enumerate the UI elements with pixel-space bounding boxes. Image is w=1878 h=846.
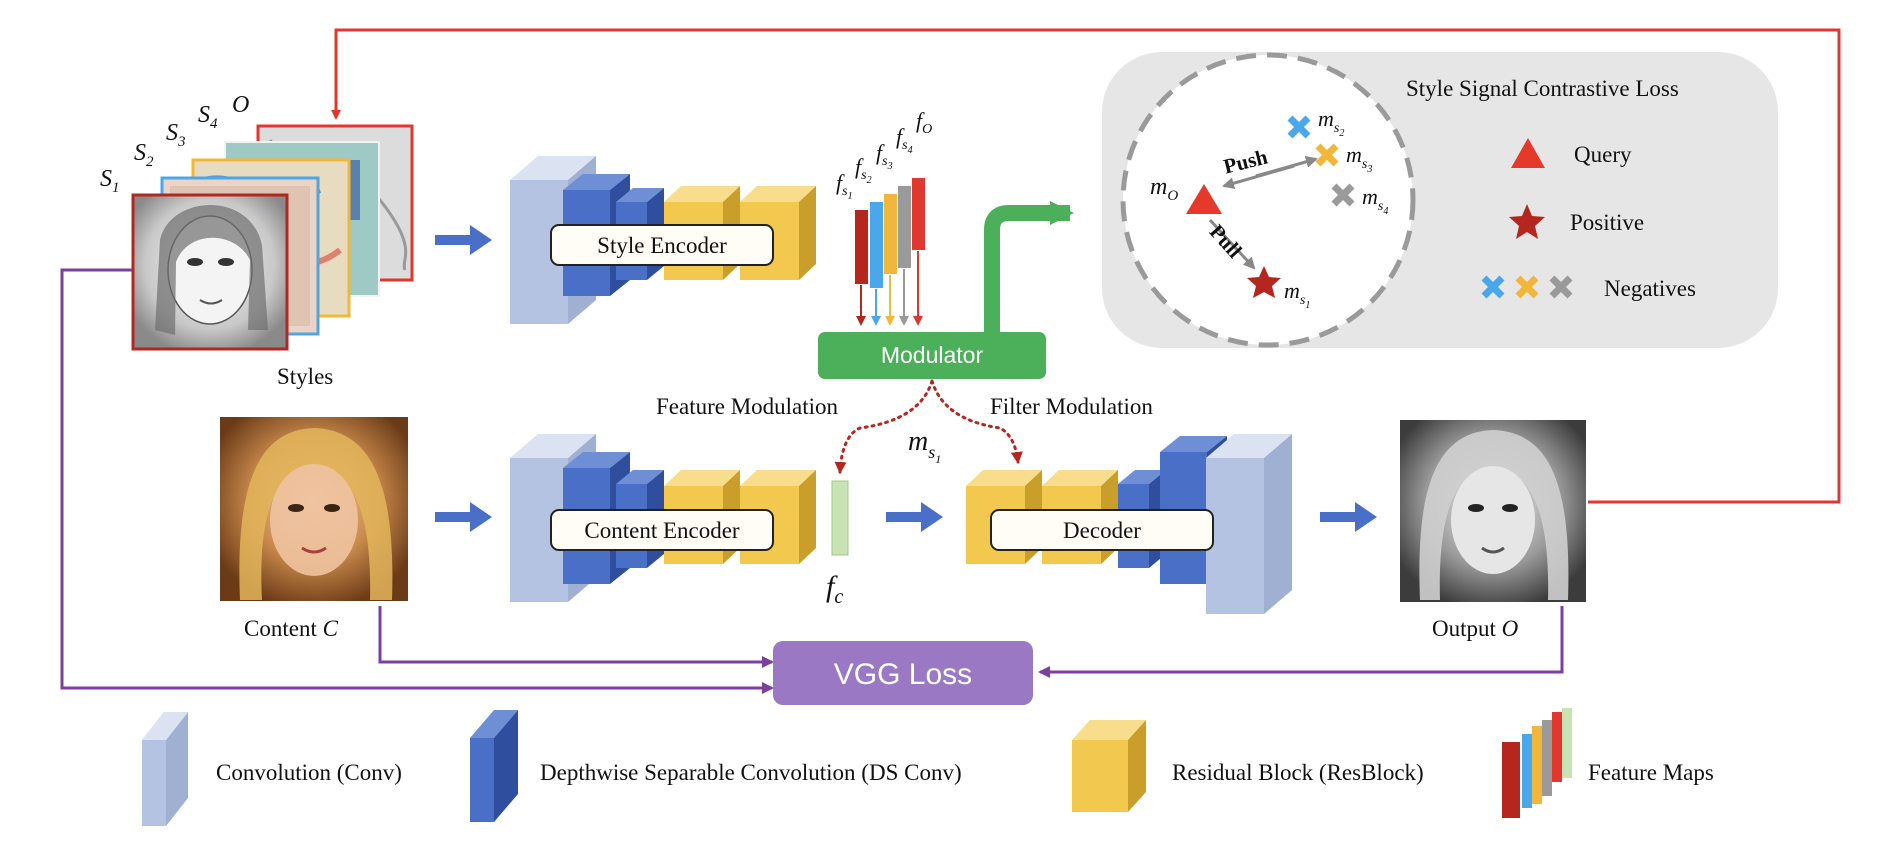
output-caption: Output O — [1432, 616, 1519, 641]
vgg-loss-block[interactable]: VGG Loss — [773, 641, 1033, 705]
decoder-label-box — [990, 509, 1214, 551]
vgg-line-output — [1038, 606, 1564, 678]
query-marker — [1186, 184, 1222, 214]
fmap-label-s4: fs4 — [896, 124, 913, 156]
modulator-label: Modulator — [881, 342, 984, 368]
stack-label-s3: S3 — [166, 120, 186, 150]
negative-marker-s2 — [1287, 115, 1311, 139]
m-s3-label: ms3 — [1346, 142, 1372, 175]
negative-marker-s4 — [1331, 183, 1355, 207]
style-encoder-label-box — [550, 224, 774, 266]
legend-conv-icon — [142, 712, 188, 826]
output-image — [1400, 420, 1586, 602]
stack-label-s4: S4 — [198, 102, 218, 132]
m-o-label: mO — [1150, 174, 1178, 204]
legend-feature-maps-label: Feature Maps — [1588, 760, 1714, 785]
modulator-block[interactable]: Modulator — [818, 332, 1046, 379]
arrow-decoder-to-output — [1320, 502, 1377, 532]
fc-feature-map — [831, 480, 849, 556]
vgg-line-content — [378, 606, 774, 668]
legend-ds-conv-icon — [470, 710, 518, 822]
contrastive-loss-panel: Style Signal Contrastive Loss mO Push Pu… — [1102, 52, 1778, 348]
style-encoder: Style Encoder — [510, 156, 816, 324]
styles-caption: Styles — [277, 364, 333, 389]
positive-marker — [1247, 266, 1281, 298]
legend-resblock-label: Residual Block (ResBlock) — [1172, 760, 1424, 785]
feature-modulation-arrow — [834, 379, 934, 474]
style-images-stack — [131, 124, 414, 351]
stack-label-s1: S1 — [100, 166, 120, 196]
m-s1-label: ms1 — [908, 426, 941, 466]
feature-modulation-label: Feature Modulation — [656, 394, 839, 419]
fmap-label-s1: fs1 — [836, 170, 853, 202]
legend-negatives-label: Negatives — [1604, 276, 1696, 301]
legend-conv-label: Convolution (Conv) — [216, 760, 402, 785]
arrow-content-to-encoder — [435, 502, 492, 532]
negative-marker-s3 — [1315, 143, 1339, 167]
fmap-label-s3: fs3 — [876, 140, 893, 172]
content-image — [220, 417, 408, 601]
bottom-legend: Convolution (Conv) Depthwise Separable C… — [142, 708, 1714, 826]
filter-modulation-arrow — [930, 379, 1023, 464]
feature-maps-column — [855, 178, 925, 326]
push-arrow-right — [1255, 155, 1318, 178]
legend-resblock-icon — [1072, 720, 1146, 812]
decoder: Decoder — [966, 434, 1292, 614]
stack-label-s2: S2 — [134, 140, 154, 170]
content-encoder: Content Encoder — [510, 434, 816, 602]
decoder-label: Decoder — [1063, 518, 1141, 543]
legend-ds-conv-label: Depthwise Separable Convolution (DS Conv… — [540, 760, 962, 785]
vgg-line-styles — [60, 268, 774, 694]
m-s4-label: ms4 — [1362, 184, 1388, 217]
filter-modulation-label: Filter Modulation — [990, 394, 1153, 419]
feedback-loop-line — [331, 28, 1841, 504]
pull-arrow — [1208, 218, 1256, 270]
fmap-label-s2: fs2 — [855, 154, 872, 186]
stack-label-o: O — [232, 92, 249, 118]
style-encoder-label: Style Encoder — [597, 233, 727, 258]
arrow-fc-to-decoder — [886, 502, 943, 532]
arrow-styles-to-style-encoder — [435, 225, 492, 255]
vgg-loss-label: VGG Loss — [834, 658, 972, 691]
content-encoder-label: Content Encoder — [584, 518, 740, 543]
green-arrow-to-loss — [984, 201, 1074, 334]
fc-label: fc — [826, 570, 843, 608]
feature-map-labels: fs1 fs2 fs3 fs4 fO — [836, 108, 932, 202]
content-caption: Content C — [244, 616, 339, 641]
content-encoder-label-box — [550, 509, 774, 551]
m-s2-label: ms2 — [1318, 106, 1344, 139]
m-s1-contrastive-label: ms1 — [1284, 278, 1310, 311]
legend-query-label: Query — [1574, 142, 1632, 167]
style-stack-labels: S1 S2 S3 S4 O — [100, 92, 249, 196]
legend-negatives-icons — [1481, 275, 1573, 299]
legend-query-icon — [1511, 138, 1545, 168]
contrastive-title: Style Signal Contrastive Loss — [1406, 76, 1679, 101]
legend-positive-label: Positive — [1570, 210, 1644, 235]
contrastive-circle — [1120, 52, 1416, 348]
legend-positive-icon — [1509, 204, 1545, 239]
legend-feature-maps-icon — [1502, 708, 1572, 818]
fmap-label-o: fO — [916, 108, 932, 137]
